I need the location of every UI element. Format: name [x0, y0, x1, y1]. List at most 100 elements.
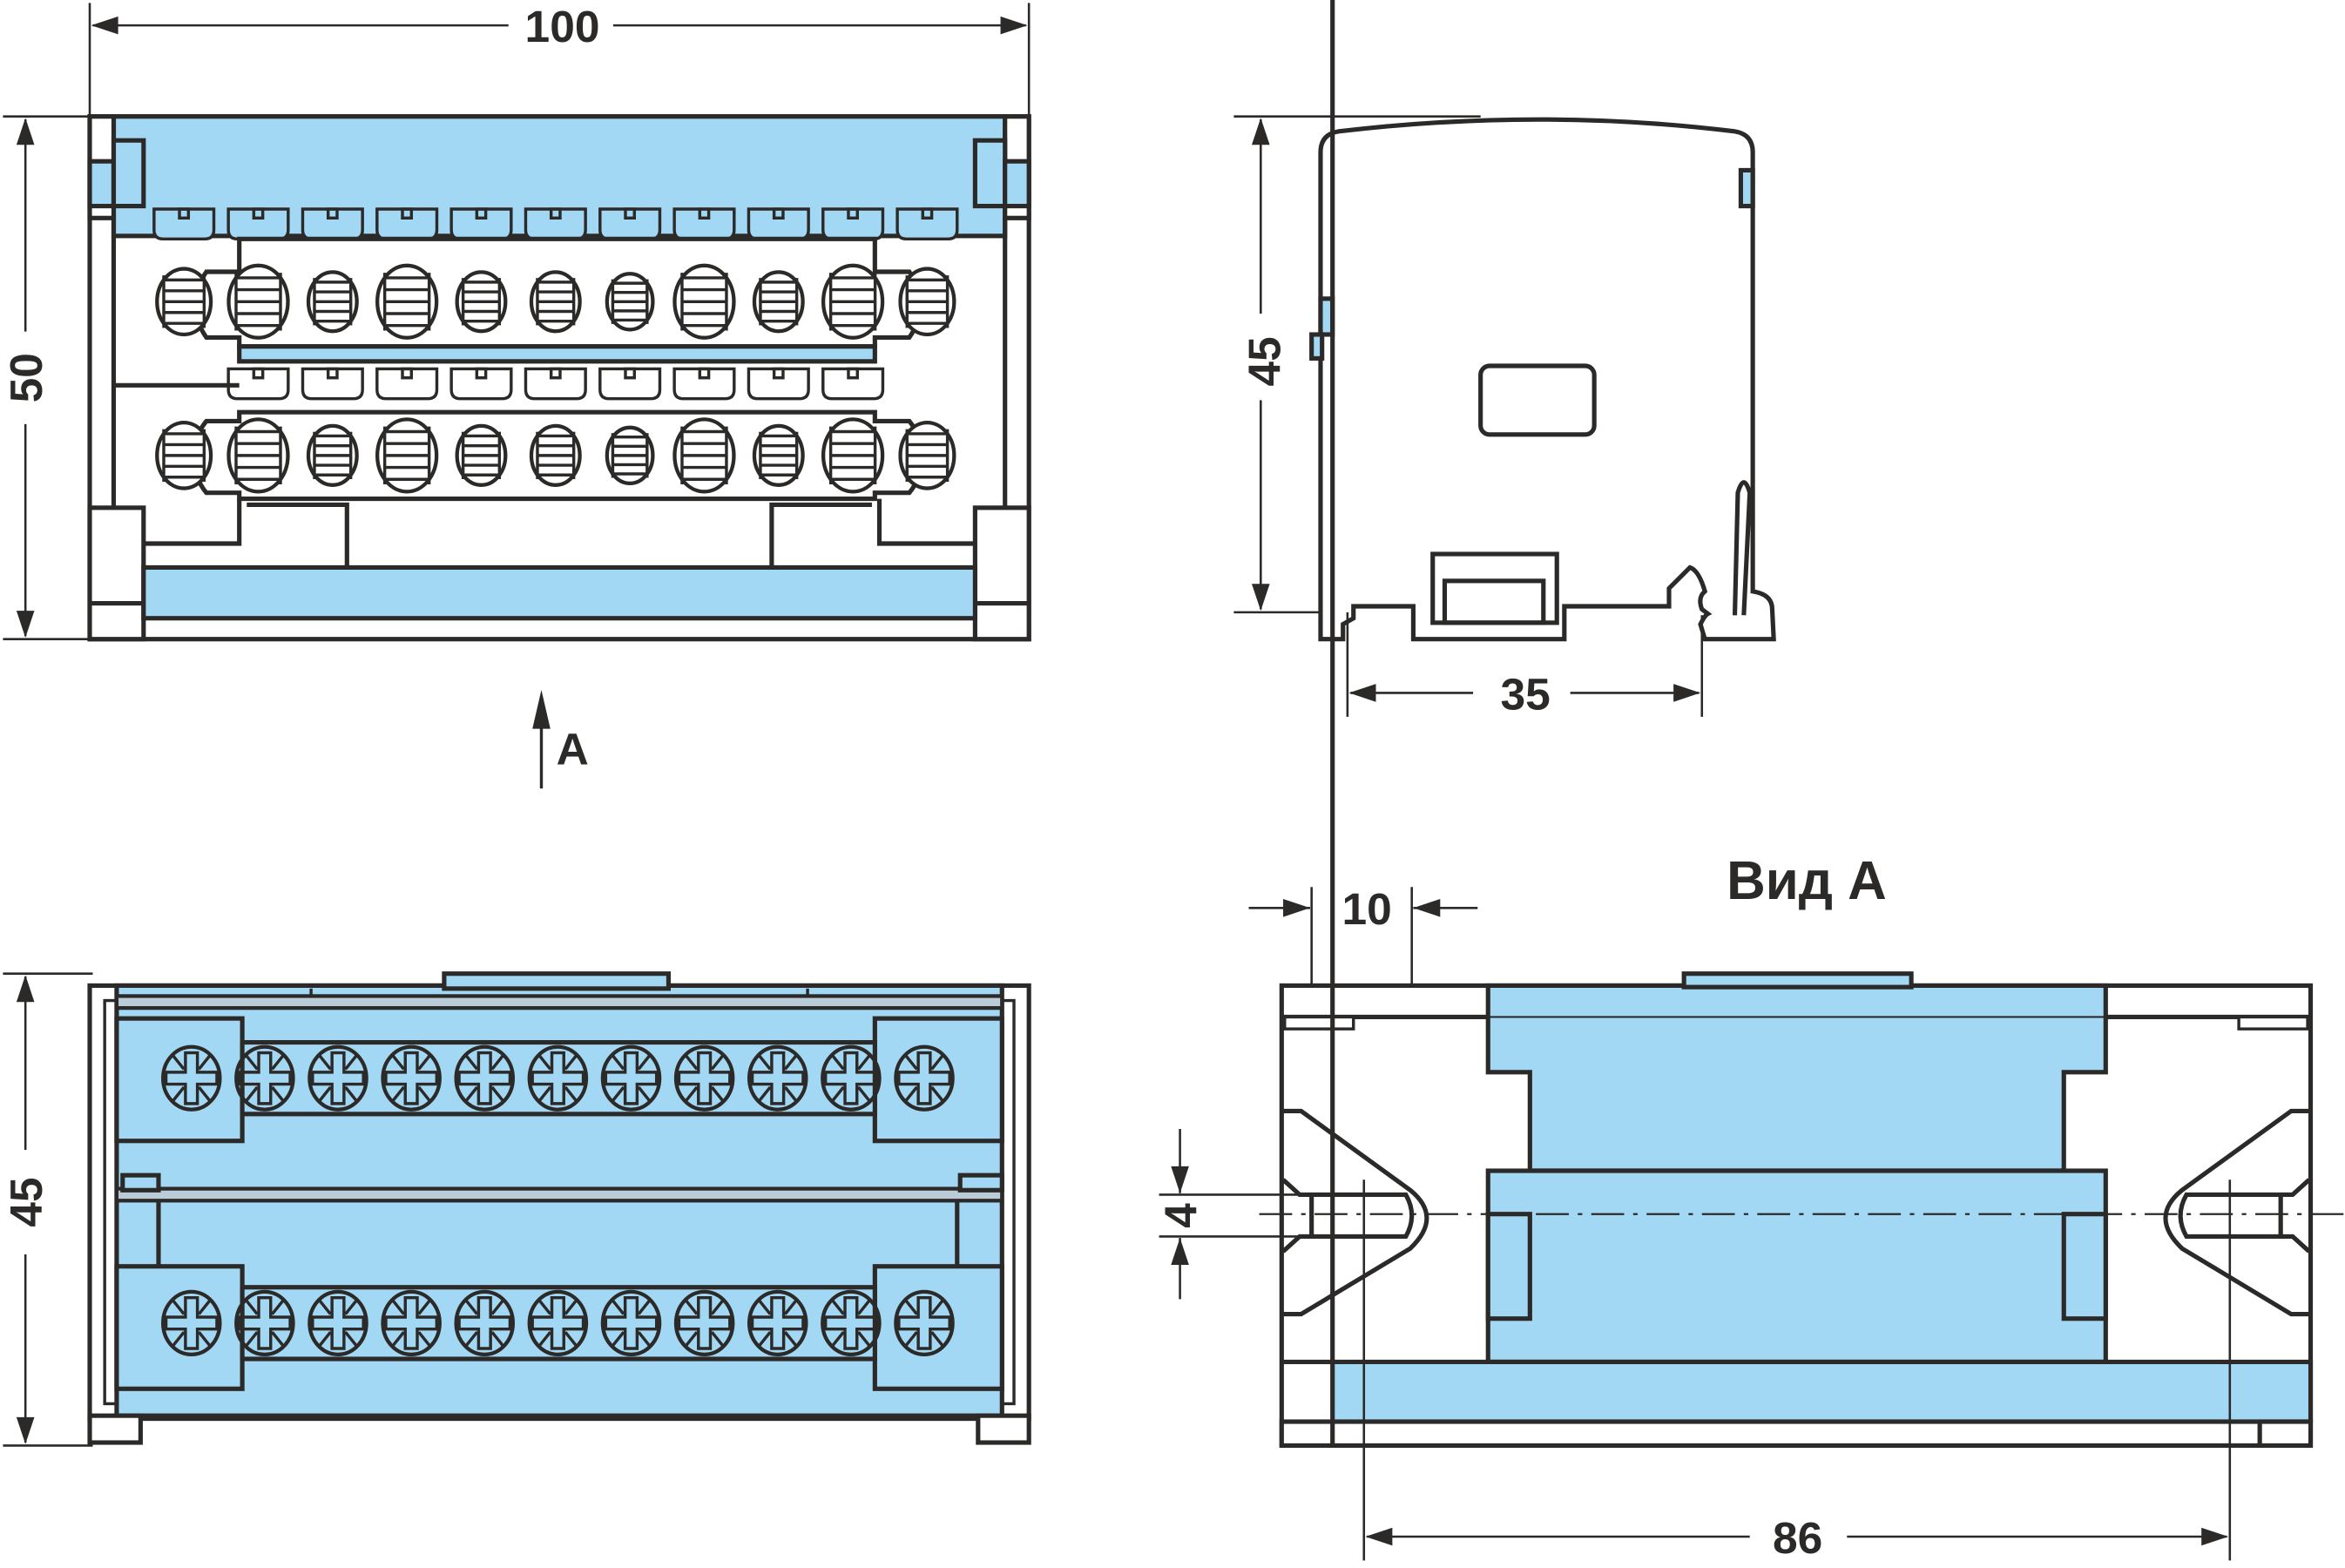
terminal-clamp [821, 263, 885, 340]
terminal-tab [672, 207, 736, 240]
terminal-clamp [155, 267, 213, 337]
phillips-screw-icon [381, 1289, 442, 1356]
mount-slot-left [1281, 1178, 1415, 1254]
terminal-clamp [306, 423, 359, 487]
top-tab [442, 971, 672, 991]
view-direction-arrow: A [532, 690, 589, 789]
right-clip [1003, 159, 1031, 209]
dimension-height-45-side: 45 [1233, 115, 1481, 614]
arrow-head-right [1283, 899, 1310, 917]
arrow-head-right [1673, 684, 1701, 702]
rail-strip-middle [114, 1186, 1004, 1203]
dimension-label-slot-width: 10 [1342, 883, 1392, 934]
right-foot [972, 505, 1031, 642]
terminal-clamp [529, 270, 582, 334]
side-notch-left [1485, 1212, 1532, 1321]
phillips-screw-icon [600, 1289, 662, 1356]
terminal-tab [598, 367, 662, 401]
terminal-clamp [455, 423, 508, 487]
release-lever [1732, 480, 1753, 616]
terminal-clamp [226, 263, 290, 340]
arrow-head-left [1365, 1527, 1393, 1546]
phillips-screw-icon [527, 1044, 589, 1112]
arrow-head-up [1251, 118, 1270, 145]
phillips-screw-icon [454, 1044, 516, 1112]
terminal-clamp [605, 272, 655, 332]
rail-clip [1442, 578, 1546, 625]
arrow-head-left [91, 16, 118, 35]
dimension-label-side-height: 45 [1240, 336, 1290, 386]
phillips-screw-icon [234, 1289, 295, 1356]
terminal-tab [449, 207, 513, 240]
arrow-up-icon [532, 690, 551, 729]
phillips-screw-icon [307, 1289, 368, 1356]
mount-ear-right [2163, 1108, 2311, 1317]
left-clip [87, 159, 117, 209]
dimension-label-spacing: 86 [1773, 1512, 1822, 1563]
terminal-tab [226, 207, 290, 240]
view-a-upper-block [1485, 983, 2108, 1173]
terminal-clamps-row-1 [155, 263, 956, 340]
terminal-tab [301, 207, 364, 240]
arrow-head-down [16, 1416, 35, 1444]
arrow-head-right [2201, 1527, 2229, 1546]
side-latch-left-2 [1309, 332, 1325, 361]
terminal-clamp [155, 420, 213, 490]
end-block-right-1 [872, 1016, 1004, 1144]
clip-right [957, 1173, 1004, 1193]
phillips-screw-icon [454, 1289, 516, 1356]
arrow-head-down [16, 611, 35, 638]
end-block-left-1 [114, 1016, 245, 1144]
terminal-tab [301, 367, 364, 401]
side-latch-right [1738, 167, 1755, 209]
view-a-bottom-rail [1330, 1359, 2314, 1424]
dimension-label-rail: 35 [1501, 668, 1551, 719]
terminal-tab [821, 207, 885, 240]
arrow-head-left [1413, 899, 1441, 917]
dimension-slot-4: 4 [1155, 1129, 1299, 1300]
phillips-screw-icon [527, 1289, 589, 1356]
dimension-label-slot-height: 4 [1155, 1203, 1206, 1228]
phillips-screw-icon [673, 1044, 735, 1112]
terminal-tab [524, 207, 587, 240]
mount-ear-left [1281, 1108, 1429, 1317]
terminal-tab [226, 367, 290, 401]
terminal-clamps-row-2 [155, 417, 956, 494]
dimension-label-width: 100 [525, 1, 600, 51]
foot-left [87, 1413, 143, 1445]
arrow-head-right [1000, 16, 1028, 35]
terminal-clamp [898, 267, 956, 337]
left-clip-tab [111, 138, 146, 209]
phillips-screw-icon [894, 1289, 955, 1356]
terminal-clamp [672, 263, 736, 340]
terminal-clamp [306, 270, 359, 334]
terminal-tab [747, 207, 810, 240]
dimension-height-50: 50 [1, 115, 93, 640]
side-body-outline [1318, 117, 1776, 642]
phillips-screw-icon [821, 1289, 882, 1356]
terminal-tab [598, 207, 662, 240]
terminal-tab [449, 367, 513, 401]
phillips-screw-icon [673, 1289, 735, 1356]
terminal-clamp [375, 417, 439, 494]
terminal-tab [375, 367, 439, 401]
arrow-head-up [1171, 1238, 1189, 1265]
dimension-spacing-86: 86 [1362, 1179, 2232, 1563]
phillips-screw-icon [160, 1289, 222, 1356]
busbar-1 [237, 344, 877, 364]
phillips-screw-icon [160, 1044, 222, 1112]
phillips-screw-icon [307, 1044, 368, 1112]
terminal-clamp [898, 420, 956, 490]
foot-right [2257, 1419, 2314, 1448]
terminal-clamp [375, 263, 439, 340]
phillips-screw-icon [747, 1289, 808, 1356]
arrow-head-down [1251, 584, 1270, 612]
terminal-tab [152, 207, 216, 240]
screws-row-2 [160, 1289, 955, 1356]
dimension-width-100: 100 [88, 1, 1031, 120]
terminal-clamp [226, 417, 290, 494]
terminal-clamp [605, 425, 655, 486]
right-clip-tab [972, 138, 1008, 209]
terminal-clamp [672, 417, 736, 494]
